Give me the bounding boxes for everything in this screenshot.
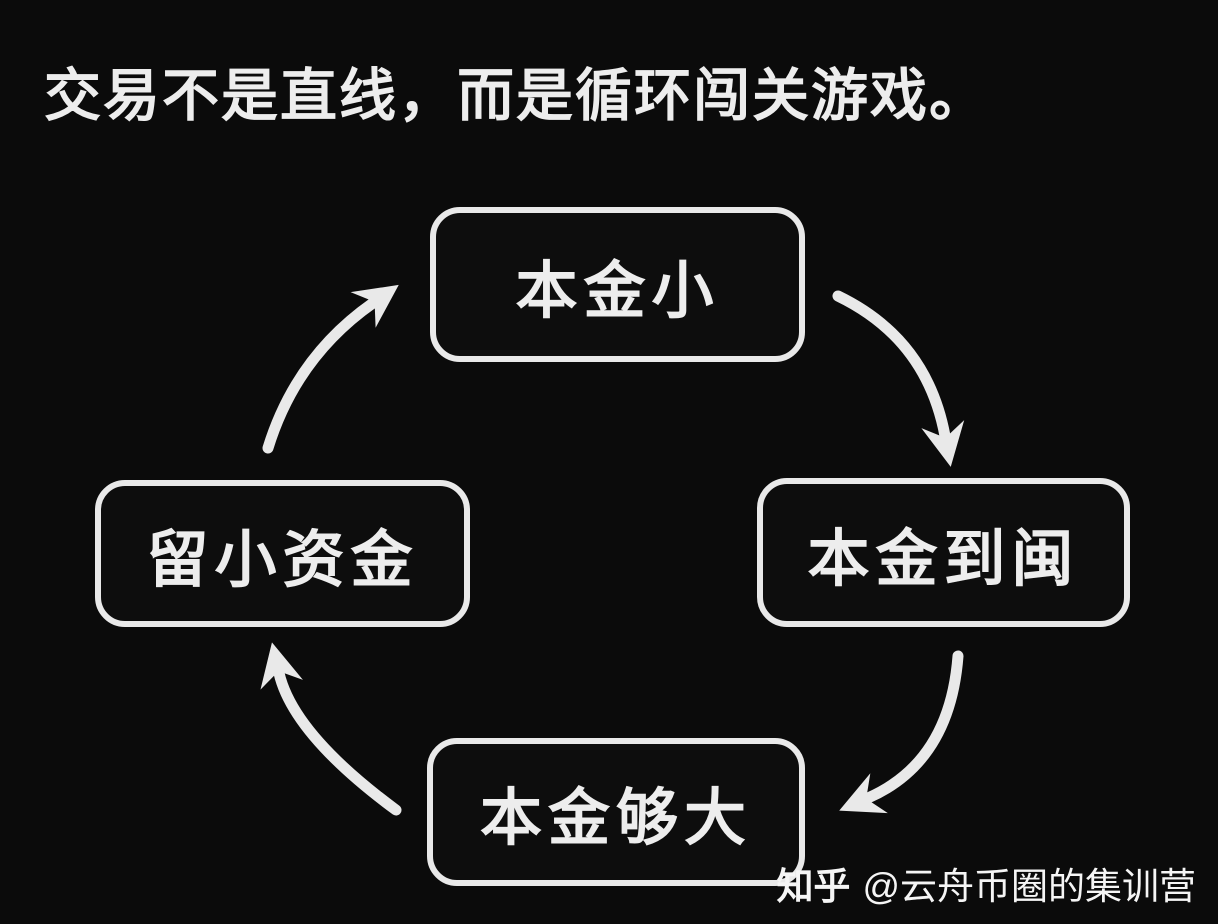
zhihu-logo-text: 知乎: [776, 866, 851, 907]
cycle-node-label: 留小资金: [146, 525, 419, 595]
cycle-node-label: 本金到闽: [807, 524, 1080, 594]
cycle-node-label: 本金小: [515, 256, 720, 326]
arrow-bottom-to-left-icon: [260, 642, 402, 816]
cycle-node-principal-small: 本金小: [430, 207, 805, 362]
watermark: 知乎 @云舟币圈的集训营: [776, 856, 1196, 910]
cycle-node-label: 本金够大: [479, 784, 752, 853]
arrow-right-to-bottom-icon: [839, 650, 964, 814]
arrow-left-to-top-icon: [262, 284, 399, 454]
cycle-node-principal-big-enough: 本金够大: [427, 738, 805, 886]
watermark-handle: @云舟币圈的集训营: [862, 866, 1196, 907]
page-title: 交易不是直线，而是循环闯关游戏。: [44, 64, 988, 128]
arrow-top-to-right-icon: [832, 290, 965, 467]
cycle-node-principal-arrives: 本金到闽: [757, 478, 1130, 627]
cycle-node-keep-small-funds: 留小资金: [95, 480, 470, 627]
